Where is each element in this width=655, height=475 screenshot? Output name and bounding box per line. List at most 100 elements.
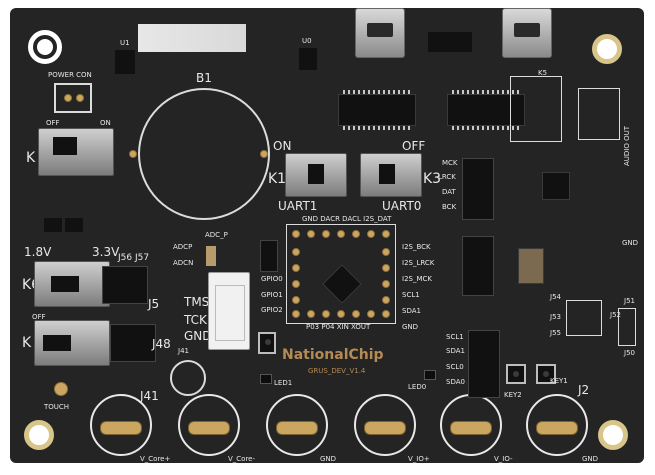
j56-label: J56 [118,253,133,263]
j54-label: J54 [550,293,561,301]
audio-out-label: AUDIO OUT [623,126,631,167]
key1-button[interactable] [536,364,556,384]
scl1-label: SCL1 [402,291,420,299]
board-version-label: GRUS_DEV_V1.4 [308,367,366,375]
tck-label: TCK [184,313,207,327]
touch-pad-v-io-plus[interactable] [354,394,416,456]
audio-codec-chip-left [338,90,416,130]
lrck-label: LRCK [438,173,456,181]
led0 [424,370,436,380]
touch-switch[interactable] [34,320,110,366]
v-core-minus-label: V_Core- [228,455,256,463]
sda0-label: SDA0 [446,378,465,386]
audio-codec-chip-right [447,90,525,130]
jumper-voltage-2 [65,218,83,232]
adcn-label: ADCN [173,259,194,267]
led1-label: LED1 [274,379,293,387]
pcb-board: POWER CON B1 K OFF ON ON OFF K1 K3 UART1… [10,8,644,463]
j48-label: J48 [152,337,171,351]
j5-label: J5 [148,297,160,311]
k1-label: K1 [268,171,287,187]
gnd-right-label: GND [402,323,419,331]
led0-label: LED0 [408,383,427,391]
i2s-header-2[interactable] [462,236,494,296]
power-connector[interactable] [54,83,92,113]
key2-button[interactable] [506,364,526,384]
touch-pad-gnd[interactable] [266,394,328,456]
key2-label: KEY2 [504,391,522,399]
j2-label: J2 [578,383,590,397]
key1-label: KEY1 [550,377,568,385]
oscillator-top [428,32,472,52]
j41-small-label: J41 [178,347,189,355]
audio-jack-outline-k5 [510,76,562,142]
label-sticker [138,24,246,52]
usb-connector-right[interactable] [502,8,552,58]
mounting-hole-bottom-right [598,420,628,450]
on-label: ON [100,119,111,127]
header-j15[interactable] [260,240,278,272]
v-core-plus-label: V_Core+ [140,455,171,463]
j52-label: J52 [610,311,621,319]
jumper-j48[interactable] [110,324,156,362]
off-label: OFF [46,119,60,127]
gpio0-label: GPIO0 [261,275,283,283]
i2s-header[interactable] [462,158,494,220]
power-switch[interactable] [38,128,114,176]
regulator-u1 [115,50,135,74]
touch-target-j41 [170,360,206,396]
gnd-top-header-label: GND DACR DACL I2S_DAT [302,215,392,223]
gnd-jtag-label: GND [184,329,212,343]
audio-out-connector[interactable] [578,88,620,140]
i2s-lrck-label: I2S_LRCK [402,259,435,267]
v-io-minus-label: V_IO- [494,455,513,463]
off-top-label: OFF [402,139,426,153]
j57-label: J57 [135,253,150,263]
bck-label: BCK [442,203,457,211]
off-label-lower: OFF [32,313,46,321]
uart0-label: UART0 [382,199,422,213]
sda1-label: SDA1 [402,307,421,315]
mck-label: MCK [442,159,458,167]
header-j54[interactable] [566,300,602,336]
gnd-touch-label: GND [320,455,337,463]
jtag-connector[interactable] [208,272,250,350]
i2s-bck-label: I2S_BCK [402,243,431,251]
touch-pad[interactable] [54,382,68,396]
i2s-mck-label: I2S_MCK [402,275,432,283]
on-top-label: ON [273,139,292,153]
u1-label: U1 [120,39,130,47]
jumper-voltage-1 [44,218,62,232]
adc-resistor [206,246,216,266]
main-header-outline [286,224,396,324]
usb-connector-left[interactable] [355,8,405,58]
mounting-hole-top-left [28,30,62,64]
mounting-hole-bottom-left [24,420,54,450]
touch-pad-v-core-plus[interactable] [90,394,152,456]
touch-pad-gnd-2[interactable] [526,394,588,456]
uart1-switch[interactable] [285,153,347,197]
scl0-label: SCL0 [446,363,464,371]
k3-label: K3 [423,171,442,187]
gnd-far-right-label: GND [622,239,639,247]
touch-pad-v-core-minus[interactable] [178,394,240,456]
k-lower-label: K [22,335,32,351]
j50-label: J50 [624,349,635,357]
p03-p04-label: P03 P04 XIN XOUT [306,323,371,331]
v-io-plus-label: V_IO+ [408,455,430,463]
gpio1-label: GPIO1 [261,291,283,299]
k6-switch[interactable] [34,261,110,307]
battery-holder-b1 [138,88,270,220]
touch-pad-v-io-minus[interactable] [440,394,502,456]
k-label: K [26,150,36,166]
j55-label: J55 [550,329,561,337]
uart1-label: UART1 [278,199,318,213]
sda1-right-label: SDA1 [446,347,465,355]
j53-label: J53 [550,313,561,321]
adcp-label: ADCP [173,243,193,251]
reset-button[interactable] [258,332,276,354]
header-j51[interactable] [618,308,636,346]
jumper-j56-j57[interactable] [102,266,148,304]
uart0-switch[interactable] [360,153,422,197]
i2c-header[interactable] [468,330,500,398]
